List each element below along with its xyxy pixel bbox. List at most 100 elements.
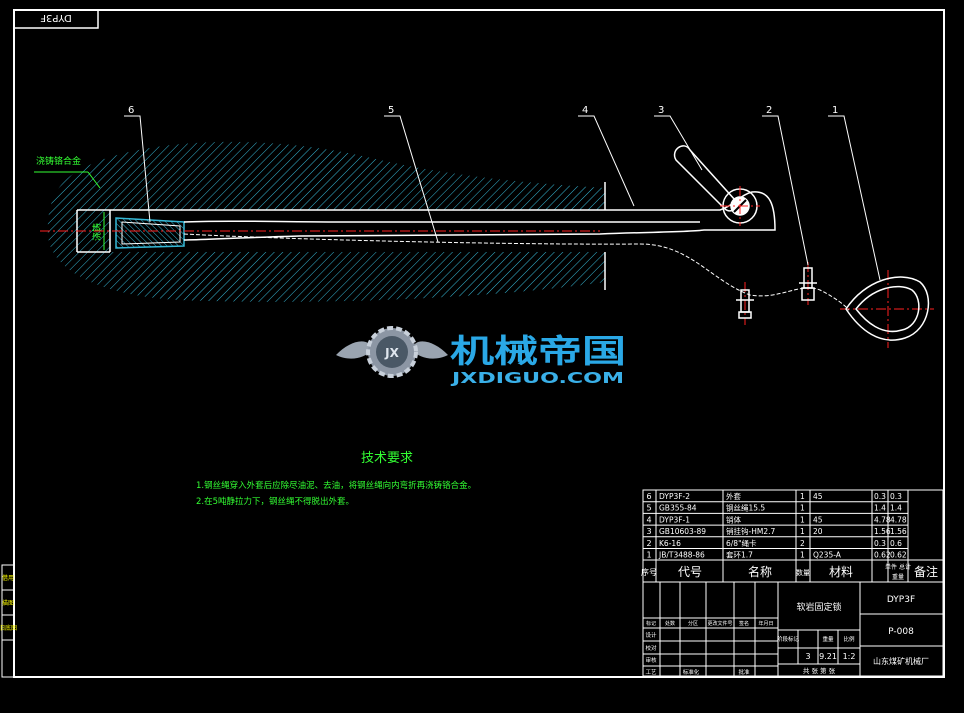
title-scale-0: 3 (805, 652, 810, 661)
title-row-label: 设计 (645, 631, 657, 639)
watermark: JX 机械帝国 JXDIGUO.COM (336, 326, 626, 387)
bom-row-no: 1 (646, 551, 651, 560)
title-col-label-2: 比例 (843, 635, 855, 643)
tech-req-line-1: 1.钢丝绳穿入外套后应除尽油泥、去油，将钢丝绳向内弯折再浇铸铬合金。 (196, 480, 476, 491)
bom-header-code: 代号 (678, 565, 702, 579)
side-label-2: 旧底图 (0, 624, 17, 632)
bom-row-name: 销体 (726, 514, 741, 524)
bom-row-code: JB/T3488-86 (658, 551, 705, 560)
bom-row-name: 套环1.7 (726, 550, 753, 560)
wing-icon-right (412, 341, 448, 359)
title-scale-1: 9.21 (819, 652, 837, 661)
callout-2: 2 (766, 105, 772, 116)
title-col-label-0: 阶段标记 (777, 635, 800, 643)
title-block: 软岩固定锁 DYP3F P-008 山东煤矿机械厂 阶段标记 重量 比例 3 9… (642, 581, 944, 677)
title-change-label: 签名 (739, 620, 749, 627)
bom-row-no: 3 (646, 527, 651, 536)
bom-row-weight-unit: 0.3 (874, 492, 886, 501)
tech-req-title: 技术要求 (361, 451, 413, 466)
bom-row-weight-total: 0.62 (890, 551, 907, 560)
rod-part (110, 191, 776, 241)
bom-row-weight-total: 1.56 (890, 527, 907, 536)
bom-row-qty: 1 (800, 527, 805, 536)
tech-req-line-2: 2.在5吨静拉力下，钢丝绳不得脱出外套。 (196, 496, 354, 507)
title-change-label: 分区 (688, 620, 698, 627)
callout-6: 6 (128, 105, 134, 116)
outer-frame (13, 9, 945, 678)
bom-row-material: 45 (813, 492, 823, 501)
bom-row-qty: 2 (800, 539, 805, 548)
thimble-part (845, 276, 930, 341)
rope-clamp-1 (736, 289, 754, 319)
wedge-part (115, 217, 185, 249)
bom-row-code: DYP3F-1 (659, 515, 690, 524)
side-strip: 借用 描图 旧底图 (0, 564, 17, 678)
bom-row-name: 6/8"绳卡 (726, 538, 757, 548)
wire-rope (183, 233, 849, 311)
bom-row-no: 6 (646, 492, 651, 501)
bom-row-no: 5 (646, 504, 651, 513)
callout-leaders (124, 115, 881, 281)
side-label-0: 借用 (2, 574, 14, 582)
side-label-1: 描图 (2, 599, 14, 607)
bom-header-weight-sub: 重量 (892, 573, 904, 581)
watermark-emblem: JX (384, 346, 399, 360)
hatch-label: 浇铸 (91, 223, 103, 241)
bom-row-weight-total: 0.3 (890, 492, 902, 501)
callout-4: 4 (582, 105, 588, 116)
title-change-label: 处数 (665, 620, 675, 627)
material-note: 浇铸铬合金 (36, 155, 81, 167)
callout-1: 1 (832, 105, 838, 116)
bom-row-weight-total: 4.78 (890, 515, 907, 524)
title-change-label: 标记 (646, 620, 656, 627)
title-change-label: 更改文件号 (707, 620, 732, 627)
title-company: 山东煤矿机械厂 (873, 656, 929, 666)
bom-row-code: DYP3F-2 (659, 492, 690, 501)
code-box (13, 9, 99, 29)
bom-row-code: GB10603-89 (659, 527, 706, 536)
material-note-leader (87, 171, 101, 189)
title-part-name: 软岩固定锁 (796, 601, 841, 613)
bom-row-weight-unit: 0.3 (874, 539, 886, 548)
title-row-label: 标准化 (683, 668, 700, 676)
title-scale-2: 1:2 (843, 652, 856, 661)
title-sheet-code: P-008 (888, 627, 914, 637)
bom-row-material: Q235-A (813, 551, 842, 560)
bom-row-qty: 1 (800, 551, 805, 560)
bom-header-no: 序号 (641, 567, 657, 577)
bom-row-weight-unit: 0.62 (874, 551, 891, 560)
lever-part (673, 145, 758, 224)
bom-row-no: 4 (646, 515, 651, 524)
title-col-label-1: 重量 (822, 635, 834, 643)
watermark-en: JXDIGUO.COM (451, 369, 624, 387)
bom-row-qty: 1 (800, 515, 805, 524)
title-row-label: 校对 (645, 644, 657, 652)
callout-3: 3 (658, 105, 664, 116)
bom-row-weight-unit: 4.78 (874, 515, 891, 524)
bom-header-material: 材料 (829, 565, 853, 579)
bom-row-weight-unit: 1.56 (874, 527, 891, 536)
rope-clamp-2 (799, 267, 817, 301)
bom-row-qty: 1 (800, 504, 805, 513)
bom-row-name: 销挂钩-HM2.7 (726, 526, 775, 536)
bom-header-qty: 数量 (796, 568, 810, 577)
bom-row-name: 钢丝绳15.5 (726, 503, 765, 513)
title-row-label: 审核 (645, 656, 657, 664)
bom-row-weight-unit: 1.4 (874, 504, 886, 513)
bom-row-qty: 1 (800, 492, 805, 501)
title-change-label: 年月日 (758, 620, 773, 627)
bom-row-material: 20 (813, 527, 823, 536)
bom-row-weight-total: 0.6 (890, 539, 902, 548)
title-drawing-no: DYP3F (887, 595, 915, 605)
code-box-text: DYP3F (40, 12, 72, 23)
bom-row-code: GB355-84 (659, 504, 697, 513)
callout-5: 5 (388, 105, 394, 116)
wing-icon-left (336, 341, 372, 359)
bom-header-remark: 备注 (914, 564, 938, 579)
title-row-label: 批准 (738, 668, 750, 676)
alloy-hatch-area (47, 141, 605, 302)
bom-row-code: K6-16 (659, 539, 681, 548)
title-row-label: 工艺 (645, 669, 657, 676)
